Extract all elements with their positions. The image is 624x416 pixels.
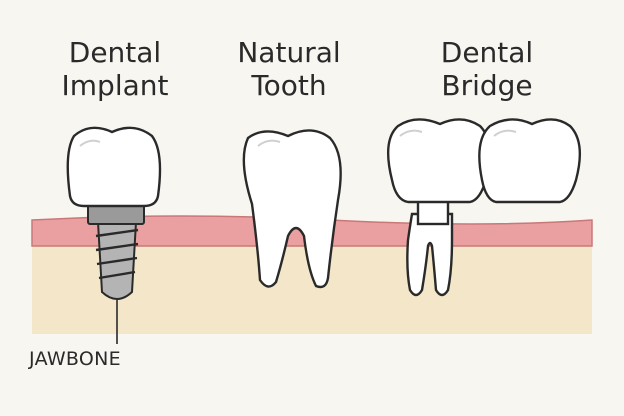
bridge-abutment-tooth (406, 212, 454, 297)
implant-crown (66, 126, 162, 208)
natural-tooth-title: Natural Tooth (237, 36, 341, 102)
bridge-crown-right (478, 118, 582, 204)
implant-screw (95, 221, 139, 300)
jawbone-label: JAWBONE (29, 348, 121, 370)
implant-title: Dental Implant (61, 36, 169, 102)
implant-group (66, 126, 162, 344)
bridge-crown-left (386, 118, 492, 204)
bridge-title: Dental Bridge (440, 36, 534, 102)
bridge-group (386, 118, 582, 297)
natural-tooth (242, 129, 342, 289)
implant-abutment (87, 204, 145, 225)
